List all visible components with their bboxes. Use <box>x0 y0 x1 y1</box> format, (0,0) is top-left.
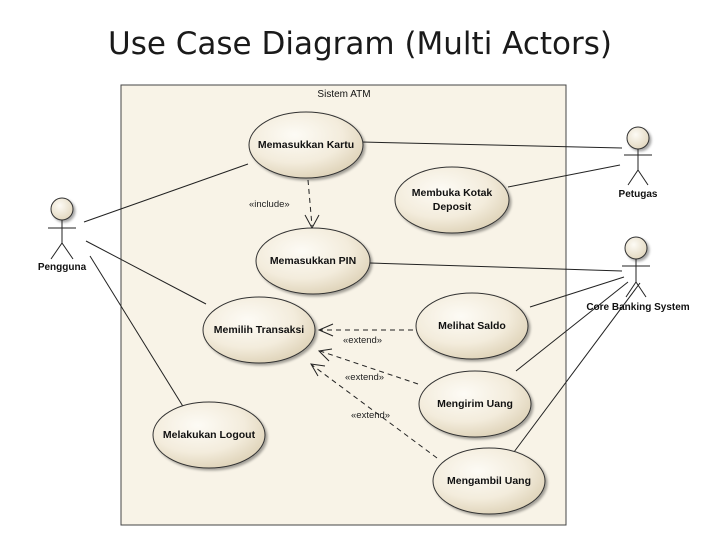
usecase-label: Melihat Saldo <box>438 320 506 332</box>
actor-head <box>626 126 650 150</box>
extend-arrowhead-2 <box>317 348 333 362</box>
usecase-melakukan-logout[interactable]: Melakukan Logout <box>152 401 266 469</box>
dependencies <box>307 179 438 459</box>
usecase-mengirim-uang[interactable]: Mengirim Uang <box>418 370 532 438</box>
associations <box>83 141 641 453</box>
assoc-kirim-core <box>515 281 629 372</box>
usecase-label: Memasukkan PIN <box>270 255 356 267</box>
usecase-memilih-transaksi[interactable]: Memilih Transaksi <box>202 296 316 364</box>
actor-head <box>50 197 74 221</box>
extend-label-2: «extend» <box>345 372 384 383</box>
assoc-kartu-petugas <box>361 141 623 149</box>
extend-arrowhead-3 <box>310 363 326 377</box>
usecase-label: Memasukkan Kartu <box>258 139 354 151</box>
actor-pengguna[interactable]: Pengguna <box>38 197 87 273</box>
usecase-label: Mengirim Uang <box>437 398 513 410</box>
extend-label-1: «extend» <box>343 335 382 346</box>
actor-core-banking-system[interactable]: Core Banking System <box>586 236 690 313</box>
usecase-label: Memilih Transaksi <box>214 324 305 336</box>
extend-arrowhead-1 <box>317 323 334 337</box>
usecase-memasukkan-kartu[interactable]: Memasukkan Kartu <box>248 111 364 179</box>
assoc-pin-core <box>369 262 623 272</box>
actor-label: Pengguna <box>38 262 87 273</box>
actor-head <box>624 236 648 260</box>
assoc-pengguna-kartu <box>83 163 249 223</box>
usecase-membuka-kotak-deposit[interactable]: Membuka Kotak Deposit <box>394 166 510 234</box>
usecase-label-line1: Membuka Kotak <box>412 187 493 199</box>
assoc-saldo-core <box>529 276 625 308</box>
usecase-mengambil-uang[interactable]: Mengambil Uang <box>432 447 546 515</box>
include-line <box>307 179 313 227</box>
usecase-label: Melakukan Logout <box>163 429 256 441</box>
system-title: Sistem ATM <box>317 89 370 100</box>
usecase-label-line2: Deposit <box>433 201 472 213</box>
extend-label-3: «extend» <box>351 410 390 421</box>
assoc-deposit-petugas <box>507 164 621 188</box>
actor-petugas[interactable]: Petugas <box>619 126 658 200</box>
usecase-melihat-saldo[interactable]: Melihat Saldo <box>415 292 529 360</box>
assoc-pengguna-transaksi <box>85 240 207 305</box>
slide-title: Use Case Diagram (Multi Actors) <box>108 26 612 62</box>
actor-label: Petugas <box>619 189 658 200</box>
assoc-pengguna-logout <box>89 255 185 409</box>
usecase-label: Mengambil Uang <box>447 475 531 487</box>
assoc-ambil-core <box>513 282 641 453</box>
include-label: «include» <box>249 199 290 210</box>
usecase-memasukkan-pin[interactable]: Memasukkan PIN <box>255 227 371 295</box>
extend-line-3 <box>311 364 438 459</box>
actor-label: Core Banking System <box>586 302 689 313</box>
